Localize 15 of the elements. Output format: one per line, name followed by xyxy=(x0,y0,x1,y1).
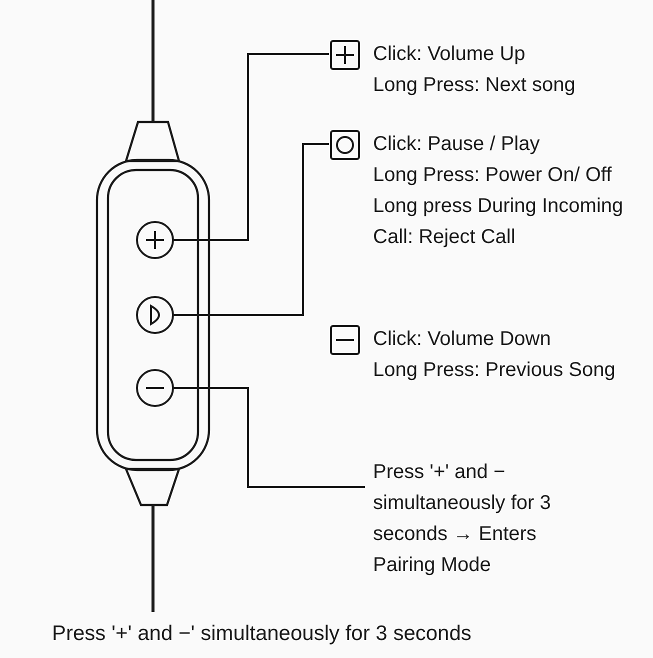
minus-button xyxy=(136,369,174,407)
button-function-text: Long press During Incoming Call: Reject Call xyxy=(373,194,624,250)
button-function-text: Press '+' and − simultaneously for 3 seconds → Enters Pairing Mode xyxy=(373,460,552,578)
plus-button xyxy=(136,221,174,259)
button-function-text: Long Press: Power On/ Off xyxy=(373,163,613,188)
button-function-text: Long Press: Previous Song xyxy=(373,358,616,383)
play-button xyxy=(136,296,174,334)
leader-line xyxy=(173,143,329,316)
button-function-text: Click: Volume Up xyxy=(373,42,526,67)
button-function-text: Click: Pause / Play xyxy=(373,132,541,157)
button-function-text: Long Press: Next song xyxy=(373,73,576,98)
leader-line xyxy=(173,53,329,241)
button-function-text: Click: Volume Down xyxy=(373,327,552,352)
note-text: Press '+' and −' simultaneously for 3 seconds xyxy=(52,622,472,646)
leader-line xyxy=(173,387,365,488)
